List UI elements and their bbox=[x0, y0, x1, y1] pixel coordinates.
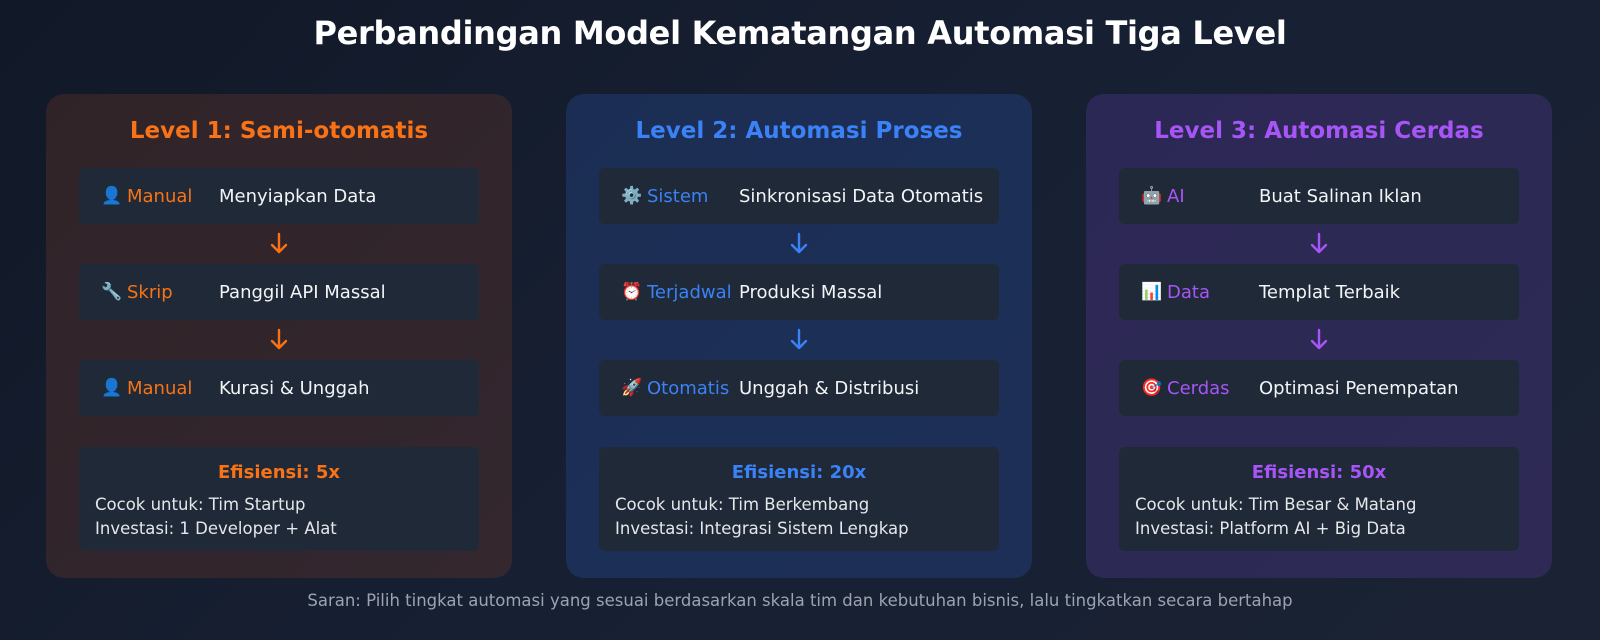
bar-chart-icon: 📊 bbox=[1141, 282, 1163, 302]
step-action: Sinkronisasi Data Otomatis bbox=[739, 185, 984, 207]
page-title: Perbandingan Model Kematangan Automasi T… bbox=[313, 14, 1287, 52]
person-icon: 👤 bbox=[101, 186, 123, 206]
level-1-summary: Efisiensi: 5x Cocok untuk: Tim Startup I… bbox=[79, 447, 479, 551]
step-action: Produksi Massal bbox=[739, 281, 883, 303]
investment-text: Investasi: Integrasi Sistem Lengkap bbox=[615, 519, 909, 538]
robot-icon: 🤖 bbox=[1141, 186, 1163, 206]
level-3-step-2: 📊 Data Templat Terbaik bbox=[1119, 264, 1519, 320]
efficiency-label: Efisiensi: 5x bbox=[217, 462, 341, 483]
level-2-step-2: ⏰ Terjadwal Produksi Massal bbox=[599, 264, 999, 320]
step-action: Panggil API Massal bbox=[219, 281, 386, 303]
step-actor: Manual bbox=[127, 377, 193, 399]
level-1-step-2: 🔧 Skrip Panggil API Massal bbox=[79, 264, 479, 320]
level-3-step-3: 🎯 Cerdas Optimasi Penempatan bbox=[1119, 360, 1519, 416]
step-action: Menyiapkan Data bbox=[219, 185, 377, 207]
fit-text: Cocok untuk: Tim Berkembang bbox=[615, 495, 870, 514]
step-action: Kurasi & Unggah bbox=[219, 377, 370, 399]
step-actor: AI bbox=[1167, 185, 1185, 207]
step-actor: Skrip bbox=[127, 281, 173, 303]
step-actor: Cerdas bbox=[1167, 377, 1230, 399]
footer-note: Saran: Pilih tingkat automasi yang sesua… bbox=[307, 591, 1293, 610]
level-2-summary: Efisiensi: 20x Cocok untuk: Tim Berkemba… bbox=[599, 447, 999, 551]
investment-text: Investasi: Platform AI + Big Data bbox=[1135, 519, 1406, 538]
investment-text: Investasi: 1 Developer + Alat bbox=[95, 519, 337, 538]
step-actor: Sistem bbox=[647, 185, 709, 207]
person-icon: 👤 bbox=[101, 378, 123, 398]
level-2-step-3: 🚀 Otomatis Unggah & Distribusi bbox=[599, 360, 999, 416]
step-action: Optimasi Penempatan bbox=[1259, 377, 1459, 399]
level-1-panel: Level 1: Semi-otomatis 👤 Manual Menyiapk… bbox=[46, 94, 512, 578]
gear-icon: ⚙️ bbox=[621, 186, 643, 206]
arrow-down-icon bbox=[46, 224, 512, 264]
fit-text: Cocok untuk: Tim Startup bbox=[95, 495, 306, 514]
arrow-down-icon bbox=[46, 320, 512, 360]
level-3-title: Level 3: Automasi Cerdas bbox=[1154, 118, 1484, 144]
alarm-clock-icon: ⏰ bbox=[621, 282, 643, 302]
level-2-panel: Level 2: Automasi Proses ⚙️ Sistem Sinkr… bbox=[566, 94, 1032, 578]
step-actor: Data bbox=[1167, 281, 1210, 303]
step-action: Buat Salinan Iklan bbox=[1259, 185, 1422, 207]
level-3-step-1: 🤖 AI Buat Salinan Iklan bbox=[1119, 168, 1519, 224]
arrow-down-icon bbox=[1086, 224, 1552, 264]
target-icon: 🎯 bbox=[1141, 378, 1163, 398]
step-action: Templat Terbaik bbox=[1259, 281, 1401, 303]
rocket-icon: 🚀 bbox=[621, 378, 643, 398]
level-1-step-1: 👤 Manual Menyiapkan Data bbox=[79, 168, 479, 224]
step-actor: Terjadwal bbox=[647, 281, 732, 303]
step-actor: Otomatis bbox=[647, 377, 730, 399]
wrench-icon: 🔧 bbox=[101, 282, 123, 302]
level-2-step-1: ⚙️ Sistem Sinkronisasi Data Otomatis bbox=[599, 168, 999, 224]
level-2-title: Level 2: Automasi Proses bbox=[635, 118, 963, 144]
level-3-panel: Level 3: Automasi Cerdas 🤖 AI Buat Salin… bbox=[1086, 94, 1552, 578]
step-actor: Manual bbox=[127, 185, 193, 207]
arrow-down-icon bbox=[1086, 320, 1552, 360]
level-1-step-3: 👤 Manual Kurasi & Unggah bbox=[79, 360, 479, 416]
efficiency-label: Efisiensi: 20x bbox=[731, 462, 867, 483]
level-1-title: Level 1: Semi-otomatis bbox=[129, 118, 429, 144]
efficiency-label: Efisiensi: 50x bbox=[1251, 462, 1387, 483]
arrow-down-icon bbox=[566, 224, 1032, 264]
level-3-summary: Efisiensi: 50x Cocok untuk: Tim Besar & … bbox=[1119, 447, 1519, 551]
arrow-down-icon bbox=[566, 320, 1032, 360]
step-action: Unggah & Distribusi bbox=[739, 377, 920, 399]
fit-text: Cocok untuk: Tim Besar & Matang bbox=[1135, 495, 1417, 514]
